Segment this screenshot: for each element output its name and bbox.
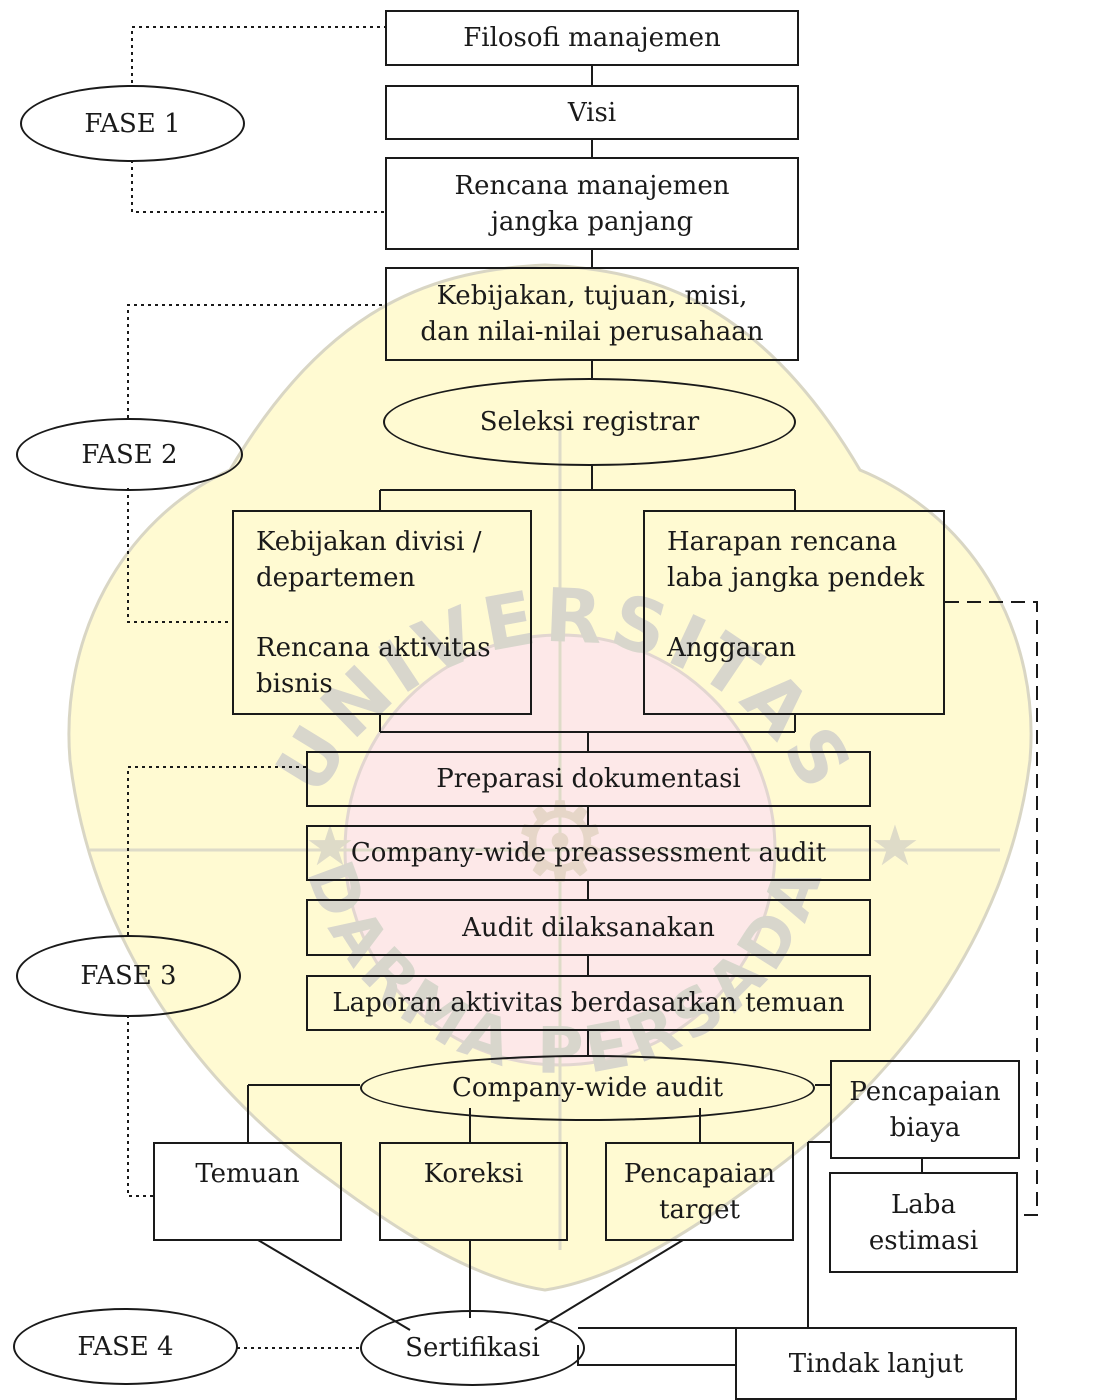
divisi-line-1: Kebijakan divisi /	[256, 527, 482, 557]
visi-label: Visi	[567, 97, 617, 128]
company-wide-audit-ellipse: Company-wide audit	[360, 1055, 815, 1121]
watermark-emblem: ⚙	[511, 778, 610, 906]
koreksi-box: Koreksi	[379, 1142, 568, 1241]
sertifikasi-ellipse: Sertifikasi	[360, 1310, 585, 1386]
anggaran-label: Anggaran	[667, 633, 796, 663]
phase-1-ellipse: FASE 1	[20, 85, 245, 162]
laba-line-2: estimasi	[868, 1225, 979, 1256]
laba-estimasi-box: Laba estimasi	[829, 1172, 1018, 1273]
divisi-line-3: Rencana aktivitas	[256, 633, 491, 663]
pencapaian-biaya-box: Pencapaian biaya	[830, 1060, 1020, 1159]
rencana-line-1: Rencana manajemen	[454, 170, 730, 201]
phase-4-ellipse: FASE 4	[13, 1308, 238, 1385]
harapan-box: Harapan rencana laba jangka pendek Angga…	[643, 510, 945, 715]
phase-4-label: FASE 4	[77, 1331, 174, 1362]
phase-3-label: FASE 3	[80, 961, 177, 991]
watermark-star-right: ★	[870, 814, 920, 879]
company-wide-audit-label: Company-wide audit	[451, 1073, 724, 1103]
preparasi-label: Preparasi dokumentasi	[436, 764, 741, 794]
phase-3-ellipse: FASE 3	[16, 935, 241, 1017]
divisi-line-4: bisnis	[256, 669, 333, 699]
audit-label: Audit dilaksanakan	[462, 912, 715, 943]
preassessment-label: Company-wide preassessment audit	[350, 838, 827, 868]
rencana-box: Rencana manajemen jangka panjang	[385, 157, 799, 250]
divisi-line-2: departemen	[256, 563, 416, 593]
laporan-box: Laporan aktivitas berdasarkan temuan	[306, 975, 871, 1031]
laba-line-1: Laba	[891, 1189, 956, 1220]
preparasi-box: Preparasi dokumentasi	[306, 751, 871, 807]
filosofi-label: Filosofi manajemen	[463, 23, 721, 53]
koreksi-label: Koreksi	[423, 1159, 524, 1189]
seleksi-ellipse: Seleksi registrar	[383, 378, 796, 466]
pencapaian-biaya-line-2: biaya	[889, 1112, 961, 1143]
rencana-line-2: jangka panjang	[490, 206, 694, 237]
phase-1-label: FASE 1	[84, 108, 181, 139]
harapan-line-2: laba jangka pendek	[667, 563, 925, 593]
laporan-label: Laporan aktivitas berdasarkan temuan	[332, 988, 845, 1018]
pencapaian-target-line-1: Pencapaian	[623, 1158, 776, 1189]
kebijakan-line-2: dan nilai-nilai perusahaan	[420, 317, 764, 347]
watermark-star-left: ★	[305, 814, 355, 879]
visi-box: Visi	[385, 85, 799, 140]
pencapaian-target-line-2: target	[659, 1194, 740, 1225]
kebijakan-line-1: Kebijakan, tujuan, misi,	[436, 281, 748, 311]
kebijakan-divisi-box: Kebijakan divisi / departemen Rencana ak…	[232, 510, 532, 715]
temuan-label: Temuan	[195, 1159, 300, 1189]
harapan-line-1: Harapan rencana	[667, 527, 898, 557]
pencapaian-target-box: Pencapaian target	[605, 1142, 794, 1241]
pencapaian-biaya-line-1: Pencapaian	[849, 1076, 1001, 1107]
preassessment-box: Company-wide preassessment audit	[306, 825, 871, 881]
tindak-lanjut-box: Tindak lanjut	[735, 1327, 1017, 1400]
tindak-lanjut-label: Tindak lanjut	[788, 1348, 964, 1379]
audit-box: Audit dilaksanakan	[306, 899, 871, 956]
temuan-box: Temuan	[153, 1142, 342, 1241]
filosofi-box: Filosofi manajemen	[385, 10, 799, 66]
kebijakan-box: Kebijakan, tujuan, misi, dan nilai-nilai…	[385, 267, 799, 361]
seleksi-label: Seleksi registrar	[479, 407, 700, 437]
sertifikasi-label: Sertifikasi	[405, 1333, 540, 1363]
phase-2-ellipse: FASE 2	[16, 418, 243, 491]
phase-2-label: FASE 2	[81, 439, 178, 470]
